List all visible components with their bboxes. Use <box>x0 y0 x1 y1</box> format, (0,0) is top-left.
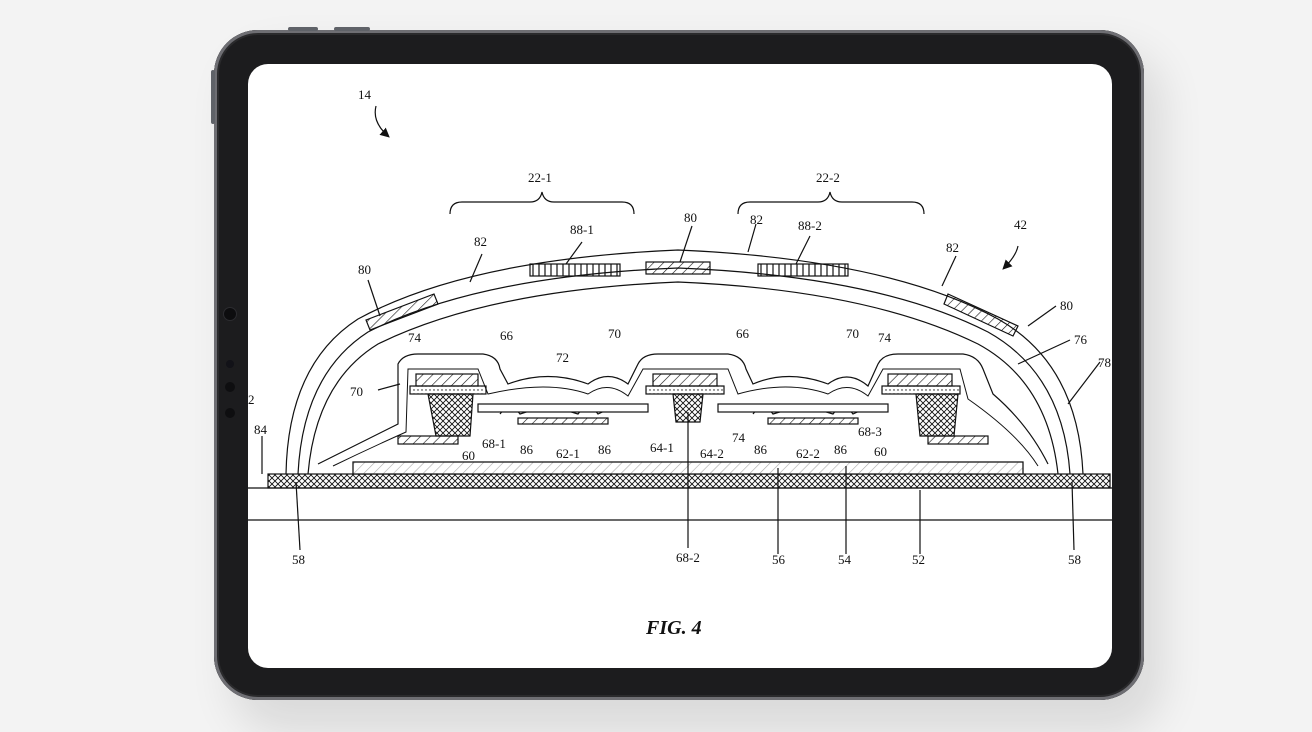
leader-80-center <box>679 225 693 263</box>
encapsulation-72 <box>317 353 1049 465</box>
ref-80-left: 80 <box>358 262 371 277</box>
ref-66-right: 66 <box>736 326 750 341</box>
leader-82-center <box>747 223 757 253</box>
brace-22-1 <box>449 191 635 215</box>
ref-70-center: 70 <box>608 326 621 341</box>
patent-drawing: 14 22-1 22-2 42 80 82 88-1 80 82 88-2 82… <box>248 87 1112 639</box>
ref-82-left: 82 <box>474 234 487 249</box>
leader-88-2 <box>795 235 811 265</box>
electrode-64-1 <box>477 403 649 413</box>
ref-22-1: 22-1 <box>528 170 552 185</box>
ref-82-center: 82 <box>750 212 763 227</box>
leader-76 <box>1017 339 1071 365</box>
leader-88-1 <box>565 241 583 265</box>
microphone-icon <box>225 408 235 418</box>
electrode-62-1 <box>517 417 609 425</box>
ref-66-left: 66 <box>500 328 514 343</box>
volume-button-top[interactable] <box>288 27 318 31</box>
ref-70-left: 70 <box>350 384 363 399</box>
ref-74-left: 74 <box>408 330 422 345</box>
tablet-frame: 14 22-1 22-2 42 80 82 88-1 80 82 88-2 82… <box>211 27 1144 700</box>
ref-88-2: 88-2 <box>798 218 822 233</box>
screen: 14 22-1 22-2 42 80 82 88-1 80 82 88-2 82… <box>248 64 1112 668</box>
anode-60-right <box>927 435 989 445</box>
ref-64-1: 64-1 <box>650 440 674 455</box>
ref-80-right: 80 <box>1060 298 1073 313</box>
ref-82-right: 82 <box>946 240 959 255</box>
pixel-definition-68-1 <box>427 393 474 437</box>
ref-86-c: 86 <box>754 442 768 457</box>
ref-52: 52 <box>912 552 925 567</box>
ref-58-left: 58 <box>292 552 305 567</box>
brace-22-2 <box>737 191 925 215</box>
pixel-definition-68-2 <box>672 393 704 423</box>
ref-86-b: 86 <box>598 442 612 457</box>
anode-60-left <box>397 435 459 445</box>
leader-14 <box>374 105 390 138</box>
ref-74-right: 74 <box>878 330 892 345</box>
ref-62-1: 62-1 <box>556 446 580 461</box>
electrode-64-2 <box>717 403 889 413</box>
ref-70-right: 70 <box>846 326 859 341</box>
leader-80-right <box>1027 305 1057 327</box>
front-camera-icon <box>224 308 236 320</box>
side-button[interactable] <box>211 70 215 124</box>
ref-2: 2 <box>248 392 255 407</box>
ref-58-right: 58 <box>1068 552 1081 567</box>
encapsulation-72-inner <box>332 368 1039 467</box>
dotted-layer-left <box>409 385 487 395</box>
ref-80-center: 80 <box>684 210 697 225</box>
ref-68-1: 68-1 <box>482 436 506 451</box>
ref-72: 72 <box>556 350 569 365</box>
ref-68-2: 68-2 <box>676 550 700 565</box>
ref-88-1: 88-1 <box>570 222 594 237</box>
ref-14: 14 <box>358 87 372 102</box>
dotted-layer-center <box>645 385 725 395</box>
microphone-icon <box>225 382 235 392</box>
ref-78: 78 <box>1098 355 1111 370</box>
electrode-62-2 <box>767 417 859 425</box>
ref-68-3: 68-3 <box>858 424 882 439</box>
dotted-layer-right <box>881 385 961 395</box>
electrode-74-left <box>415 373 479 387</box>
strip-80-right <box>943 293 1019 337</box>
leader-58-left <box>295 481 301 551</box>
leader-58-right <box>1071 481 1075 551</box>
ref-86-d: 86 <box>834 442 848 457</box>
ref-86-a: 86 <box>520 442 534 457</box>
dome-layer-76 <box>307 281 1059 475</box>
ref-22-2: 22-2 <box>816 170 840 185</box>
ref-62-2: 62-2 <box>796 446 820 461</box>
strip-80-center <box>645 261 711 275</box>
ref-56: 56 <box>772 552 786 567</box>
sensor-icon <box>226 360 234 368</box>
electrode-74-center <box>652 373 718 387</box>
leader-82-left <box>469 253 483 283</box>
ref-64-2: 64-2 <box>700 446 724 461</box>
ref-42: 42 <box>1014 217 1027 232</box>
strip-80-left <box>365 293 439 331</box>
strip-88-1 <box>529 263 621 277</box>
ref-84: 84 <box>254 422 268 437</box>
layer-58-cross-hatched <box>267 473 1111 489</box>
leader-82-right <box>941 255 957 287</box>
figure-caption: FIG. 4 <box>645 617 702 639</box>
strip-88-2 <box>757 263 849 277</box>
leader-78 <box>1067 361 1101 405</box>
electrode-74-right <box>887 373 953 387</box>
leader-80-left <box>367 279 381 317</box>
ref-60-left: 60 <box>462 448 475 463</box>
ref-74-center: 74 <box>732 430 746 445</box>
volume-button-top-2[interactable] <box>334 27 370 31</box>
pixel-definition-68-3 <box>915 393 959 437</box>
outer-dome-80 <box>285 249 1084 475</box>
leader-42 <box>1002 245 1019 270</box>
ref-60-right: 60 <box>874 444 887 459</box>
ref-54: 54 <box>838 552 852 567</box>
ref-76: 76 <box>1074 332 1088 347</box>
leader-70-left <box>377 383 401 391</box>
